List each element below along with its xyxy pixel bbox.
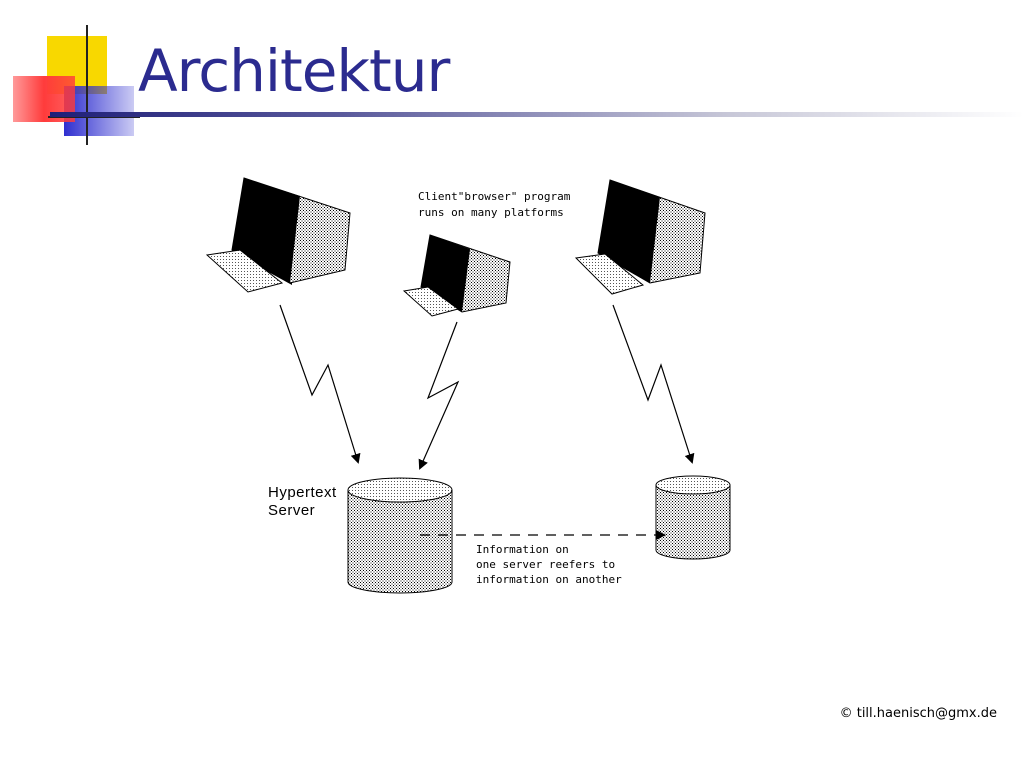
title-underline xyxy=(50,112,1024,117)
slide-logo xyxy=(13,25,140,145)
client-label-line1: Client"browser" program xyxy=(418,190,571,203)
slide-title: Architektur xyxy=(138,37,450,105)
copyright-footer: © till.haenisch@gmx.de xyxy=(839,706,997,721)
connection-bolt-left xyxy=(279,304,361,464)
logo-blue-square xyxy=(64,86,134,136)
link-label-line3: information on another xyxy=(476,573,622,586)
client-computer-right-icon xyxy=(574,179,706,295)
remote-server-icon xyxy=(655,475,731,560)
link-label-line1: Information on xyxy=(476,543,569,556)
connection-bolt-right xyxy=(612,304,695,464)
hypertext-server-icon xyxy=(347,477,453,594)
client-label-line2: runs on many platforms xyxy=(418,206,564,219)
link-label-line2: one server reefers to xyxy=(476,558,615,571)
server-label-line1: Hypertext xyxy=(268,484,337,501)
server-label-line2: Server xyxy=(268,502,315,519)
client-computer-middle-icon xyxy=(402,234,511,317)
client-computer-left-icon xyxy=(205,177,351,293)
connection-bolt-middle xyxy=(418,321,460,470)
